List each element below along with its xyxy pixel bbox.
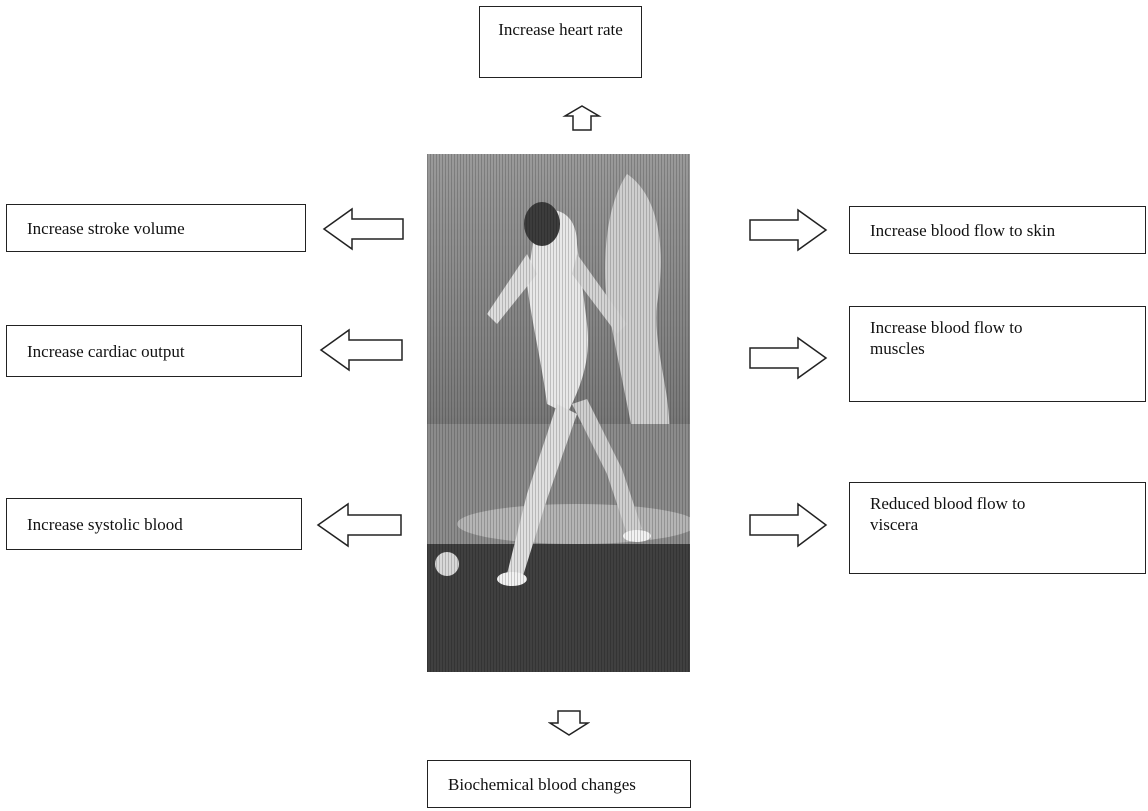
arrow-up-icon [562,105,602,131]
box-reduced-blood-flow-viscera: Reduced blood flow to viscera [849,482,1146,574]
box-increase-systolic-blood: Increase systolic blood [6,498,302,550]
box-label: Increase blood flow to skin [870,220,1056,240]
box-increase-cardiac-output: Increase cardiac output [6,325,302,377]
arrow-right-icon [749,208,828,252]
arrow-left-icon [322,207,404,251]
box-increase-blood-flow-muscles: Increase blood flow to muscles [849,306,1146,402]
box-label: Increase heart rate [498,20,623,39]
box-label: Increase cardiac output [27,341,185,361]
box-increase-stroke-volume: Increase stroke volume [6,204,306,252]
runner-photo-image [427,154,690,672]
box-label: Biochemical blood changes [448,774,636,794]
box-label: Reduced blood flow to viscera [870,494,1026,534]
box-label: Increase stroke volume [27,218,185,238]
box-label: Increase blood flow to muscles [870,318,1023,358]
arrow-down-icon [548,710,590,736]
arrow-left-icon [316,502,402,548]
box-biochemical-blood-changes: Biochemical blood changes [427,760,691,808]
box-increase-heart-rate: Increase heart rate [479,6,642,78]
box-label: Increase systolic blood [27,514,183,534]
runner-photo [427,154,690,672]
box-increase-blood-flow-skin: Increase blood flow to skin [849,206,1146,254]
arrow-right-icon [749,336,828,380]
arrow-left-icon [319,328,403,372]
arrow-right-icon [749,502,828,548]
